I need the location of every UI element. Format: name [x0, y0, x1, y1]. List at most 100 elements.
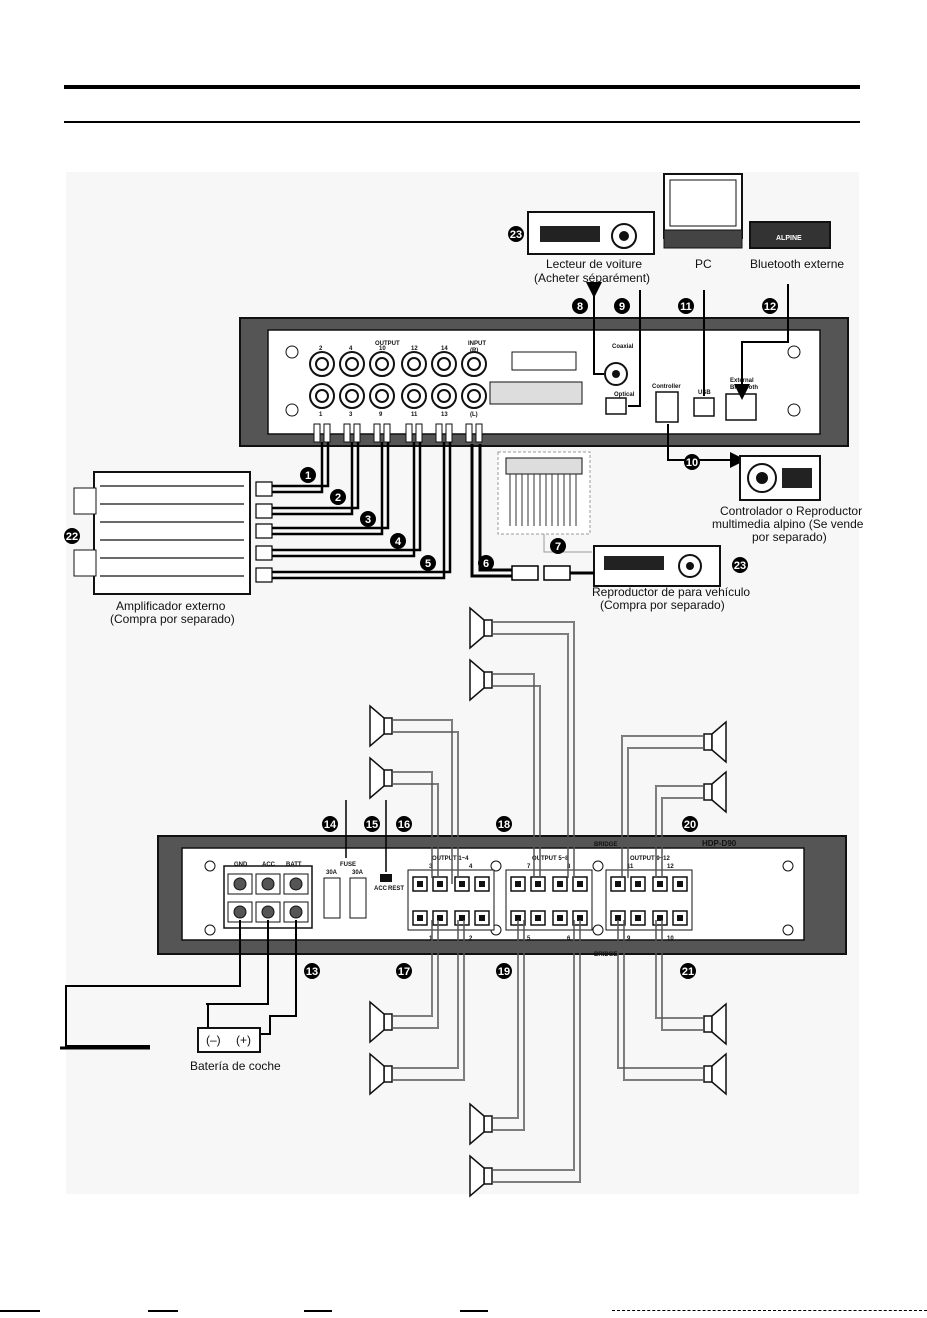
usb-port [693, 397, 715, 417]
gnd-label: GND [234, 862, 248, 868]
footer-mark [460, 1310, 488, 1318]
callout-badge: 22 [64, 528, 80, 544]
channel-label: 6 [567, 936, 571, 942]
speaker-icon [369, 756, 393, 800]
output-group-1: OUTPUT 1~4 [432, 856, 469, 862]
channel-label: 7 [527, 864, 531, 870]
bridge-label-bottom: BRIDGE [594, 952, 617, 958]
terminal-strip [489, 381, 583, 405]
optical-label: Optical [614, 392, 635, 398]
callout-number: 9 [619, 301, 625, 313]
car-player-sub-fr: (Acheter séparément) [534, 271, 650, 285]
car-player-top: Lecteur de voiture (Acheter séparément) [527, 211, 655, 285]
controller-label-1: Controlador o Reproductor [720, 504, 862, 518]
channel-label: 10 [667, 936, 674, 942]
callout-badge: 15 [364, 816, 380, 832]
channel-label: 11 [411, 412, 418, 418]
channel-label: 8 [567, 864, 571, 870]
channel-label: 10 [379, 346, 386, 352]
channel-label: 4 [349, 346, 353, 352]
footer-mark [0, 1310, 40, 1318]
bluetooth-port [725, 393, 757, 421]
channel-label: 2 [469, 936, 473, 942]
amplifier-panel: GND ACC BATT FUSE 30A 30A ACC REST OUTPU… [157, 835, 847, 958]
screw-icon [782, 860, 794, 872]
callout-number: 1 [305, 470, 311, 482]
channel-label: 1 [429, 936, 433, 942]
input-r-label: (R) [470, 348, 478, 354]
switch-acc-label: ACC [374, 886, 388, 892]
callout-badge: 1 [300, 467, 316, 483]
footer-mark [304, 1310, 332, 1318]
speaker-icon [369, 1052, 393, 1096]
callout-badge: 20 [682, 816, 698, 832]
speaker-icon [703, 720, 727, 764]
callout-number: 13 [306, 966, 318, 978]
speaker-icon [703, 1002, 727, 1046]
batt-label: BATT [286, 862, 302, 868]
amp-rca-cables [255, 442, 452, 583]
channel-label: 12 [667, 864, 674, 870]
channel-label: 1 [319, 412, 323, 418]
callout-badge: 16 [396, 816, 412, 832]
car-player-label-fr: Lecteur de voiture [546, 257, 642, 271]
controller-device: Controlador o Reproductor multimedia alp… [712, 455, 864, 544]
channel-label: 4 [469, 864, 473, 870]
channel-label: 3 [429, 864, 433, 870]
input-rca-cable [470, 444, 594, 581]
callout-badge: 4 [390, 533, 406, 549]
callout-number: 18 [498, 819, 510, 831]
callout-badge: 23 [508, 226, 524, 242]
callout-badge: 13 [304, 963, 320, 979]
connector-block [511, 351, 577, 371]
coaxial-label: Coaxial [612, 344, 634, 350]
callout-badge: 6 [478, 555, 494, 571]
callout-badge: 12 [762, 298, 778, 314]
controller-label: Controller [652, 384, 681, 390]
callout-number: 23 [734, 560, 746, 572]
callout-badge: 7 [550, 538, 566, 554]
callout-number: 7 [555, 541, 561, 553]
callout-number: 10 [686, 457, 698, 469]
callout-number: 21 [682, 966, 694, 978]
amp-label: Amplificador externo [116, 599, 226, 613]
header-rule-thin [64, 121, 860, 123]
screw-icon [592, 924, 604, 936]
speaker-icon [369, 1000, 393, 1044]
callout-badge: 11 [678, 298, 694, 314]
screw-icon [782, 924, 794, 936]
controller-port [655, 391, 679, 423]
callout-number: 15 [366, 819, 378, 831]
player-label-es: Reproductor de para vehículo [592, 585, 750, 599]
input-l-label: (L) [470, 412, 478, 418]
callout-number: 14 [324, 819, 337, 831]
optical-jack [605, 397, 627, 415]
callout-number: 8 [577, 301, 583, 313]
screw-icon [787, 345, 801, 359]
speaker-icon [469, 1154, 493, 1198]
amp-sub: (Compra por separado) [110, 612, 235, 626]
footer-mark [148, 1310, 178, 1318]
callout-badge: 3 [360, 511, 376, 527]
output-label: OUTPUT [375, 341, 400, 347]
bridge-label-top: BRIDGE [594, 842, 617, 848]
header-rule-thick [64, 85, 860, 89]
fuse-30a-2: 30A [352, 870, 364, 876]
alpine-logo: ALPINE [776, 235, 802, 242]
callout-number: 11 [680, 301, 692, 313]
callout-number: 4 [395, 536, 402, 548]
wiring-harness [497, 451, 592, 553]
bluetooth-label: Bluetooth externe [750, 257, 844, 271]
channel-label: 2 [319, 346, 323, 352]
channel-label: 11 [627, 864, 634, 870]
controller-label-3: por separado) [752, 530, 827, 544]
pc-device: PC [663, 173, 743, 271]
car-battery: (–) (+) Batería de coche [190, 1027, 281, 1073]
callout-number: 3 [365, 514, 371, 526]
callout-number: 2 [335, 492, 341, 504]
callout-number: 5 [425, 558, 431, 570]
callout-number: 16 [398, 819, 410, 831]
callout-badge: 2 [330, 489, 346, 505]
channel-label: 5 [527, 936, 531, 942]
